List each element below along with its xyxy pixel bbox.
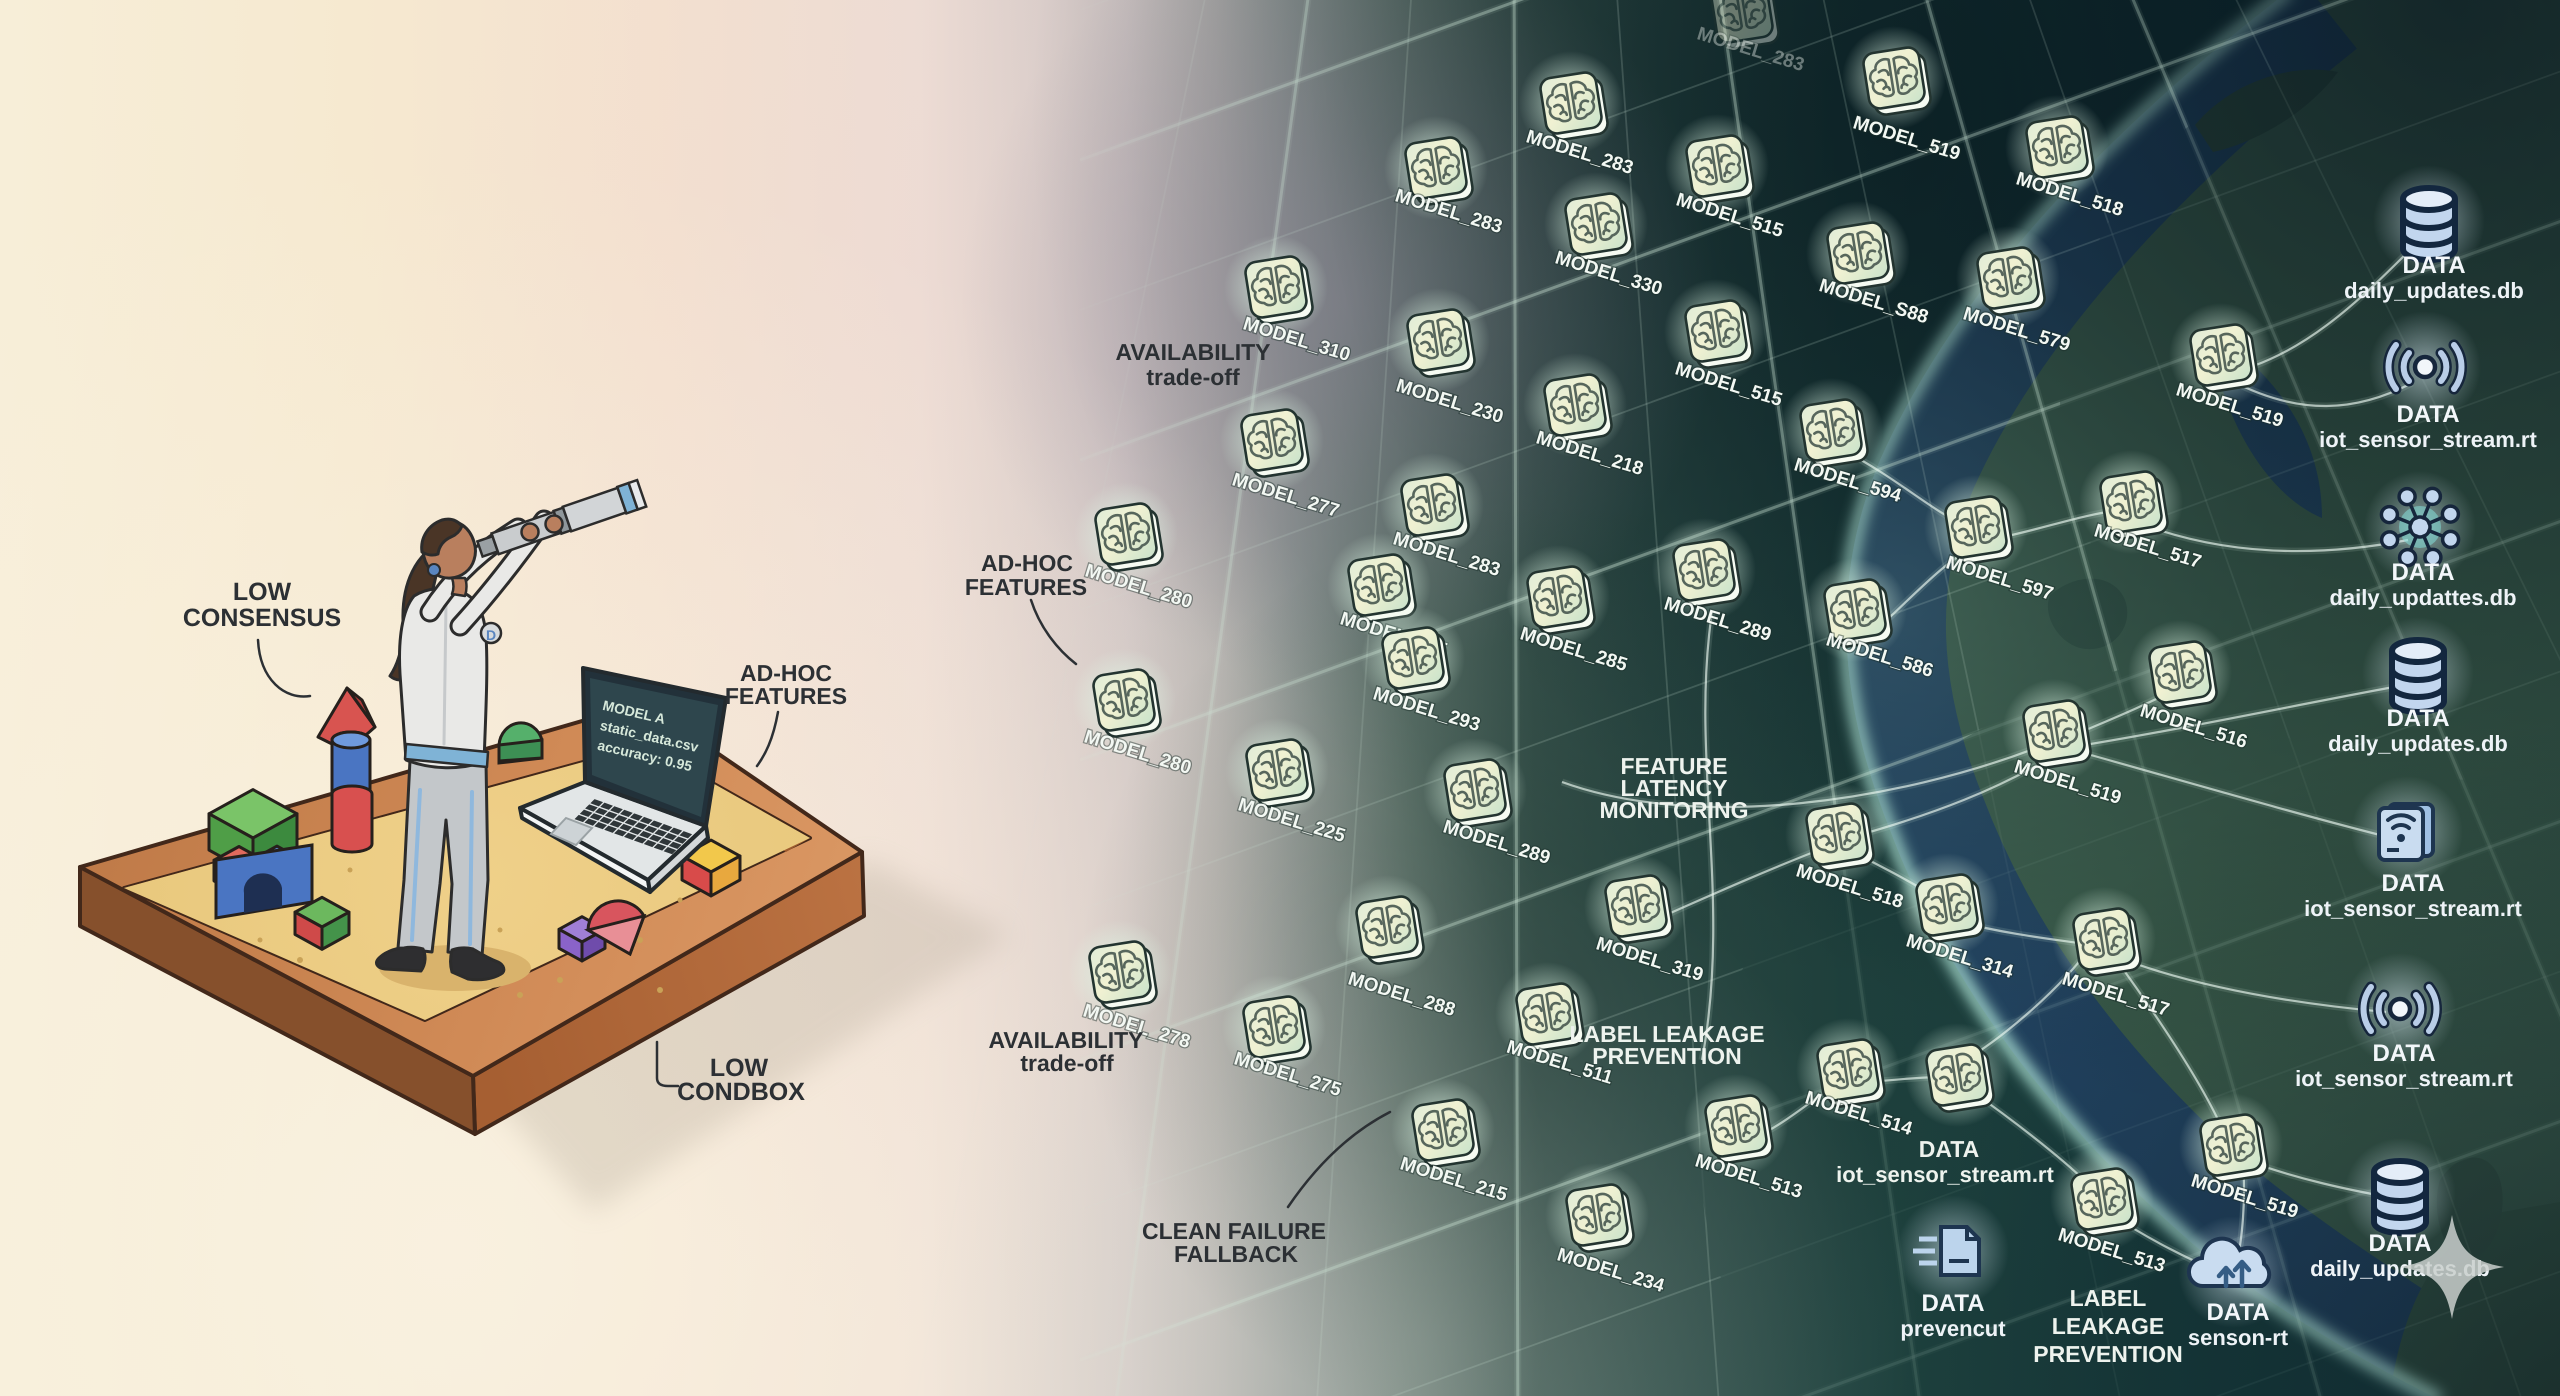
svg-text:AVAILABILITY: AVAILABILITY bbox=[988, 1027, 1143, 1053]
svg-text:DATA: DATA bbox=[1919, 1136, 1979, 1162]
svg-text:DATA: DATA bbox=[2386, 705, 2449, 732]
svg-text:DATA: DATA bbox=[2391, 559, 2454, 586]
svg-text:iot_sensor_stream.rt: iot_sensor_stream.rt bbox=[1836, 1162, 2054, 1187]
svg-text:FEATURES: FEATURES bbox=[965, 574, 1087, 600]
svg-text:daily_updattes.db: daily_updattes.db bbox=[2329, 585, 2516, 610]
svg-text:DATA: DATA bbox=[2381, 870, 2444, 897]
svg-text:daily_updates.db: daily_updates.db bbox=[2328, 731, 2508, 756]
svg-text:prevencut: prevencut bbox=[1900, 1316, 2006, 1341]
svg-text:CLEAN FAILURE: CLEAN FAILURE bbox=[1142, 1218, 1326, 1244]
svg-text:iot_sensor_stream.rt: iot_sensor_stream.rt bbox=[2319, 427, 2537, 452]
svg-text:LABEL: LABEL bbox=[2070, 1285, 2147, 1311]
svg-text:AD-HOC: AD-HOC bbox=[740, 660, 832, 686]
svg-text:FEATURE: FEATURE bbox=[1621, 753, 1728, 779]
svg-text:CONDBOX: CONDBOX bbox=[677, 1078, 805, 1106]
svg-text:LOW: LOW bbox=[233, 578, 292, 606]
svg-text:D: D bbox=[486, 627, 496, 643]
svg-text:LATENCY: LATENCY bbox=[1621, 775, 1728, 801]
svg-text:DATA: DATA bbox=[2206, 1299, 2269, 1326]
svg-text:senson‑rt: senson‑rt bbox=[2188, 1325, 2289, 1350]
svg-text:FALLBACK: FALLBACK bbox=[1174, 1241, 1298, 1267]
svg-text:AD-HOC: AD-HOC bbox=[981, 550, 1073, 576]
svg-text:DATA: DATA bbox=[2402, 252, 2465, 279]
svg-text:DATA: DATA bbox=[1921, 1290, 1984, 1317]
svg-text:LABEL LEAKAGE: LABEL LEAKAGE bbox=[1569, 1021, 1764, 1047]
svg-text:MONITORING: MONITORING bbox=[1599, 797, 1748, 823]
svg-text:FEATURES: FEATURES bbox=[725, 683, 847, 709]
svg-text:trade-off: trade-off bbox=[1020, 1050, 1114, 1076]
svg-text:daily_updates.db: daily_updates.db bbox=[2344, 278, 2524, 303]
svg-text:CONSENSUS: CONSENSUS bbox=[183, 604, 341, 632]
svg-text:trade-off: trade-off bbox=[1146, 364, 1240, 390]
svg-text:LEAKAGE: LEAKAGE bbox=[2052, 1313, 2164, 1339]
svg-text:PREVENTION: PREVENTION bbox=[1592, 1043, 1742, 1069]
svg-text:LOW: LOW bbox=[710, 1054, 769, 1082]
svg-text:DATA: DATA bbox=[2396, 401, 2459, 428]
svg-text:PREVENTION: PREVENTION bbox=[2033, 1341, 2183, 1367]
svg-text:DATA: DATA bbox=[2368, 1230, 2431, 1257]
svg-text:AVAILABILITY: AVAILABILITY bbox=[1115, 339, 1270, 365]
svg-text:iot_sensor_stream.rt: iot_sensor_stream.rt bbox=[2304, 896, 2522, 921]
svg-text:DATA: DATA bbox=[2372, 1040, 2435, 1067]
svg-text:iot_sensor_stream.rt: iot_sensor_stream.rt bbox=[2295, 1066, 2513, 1091]
